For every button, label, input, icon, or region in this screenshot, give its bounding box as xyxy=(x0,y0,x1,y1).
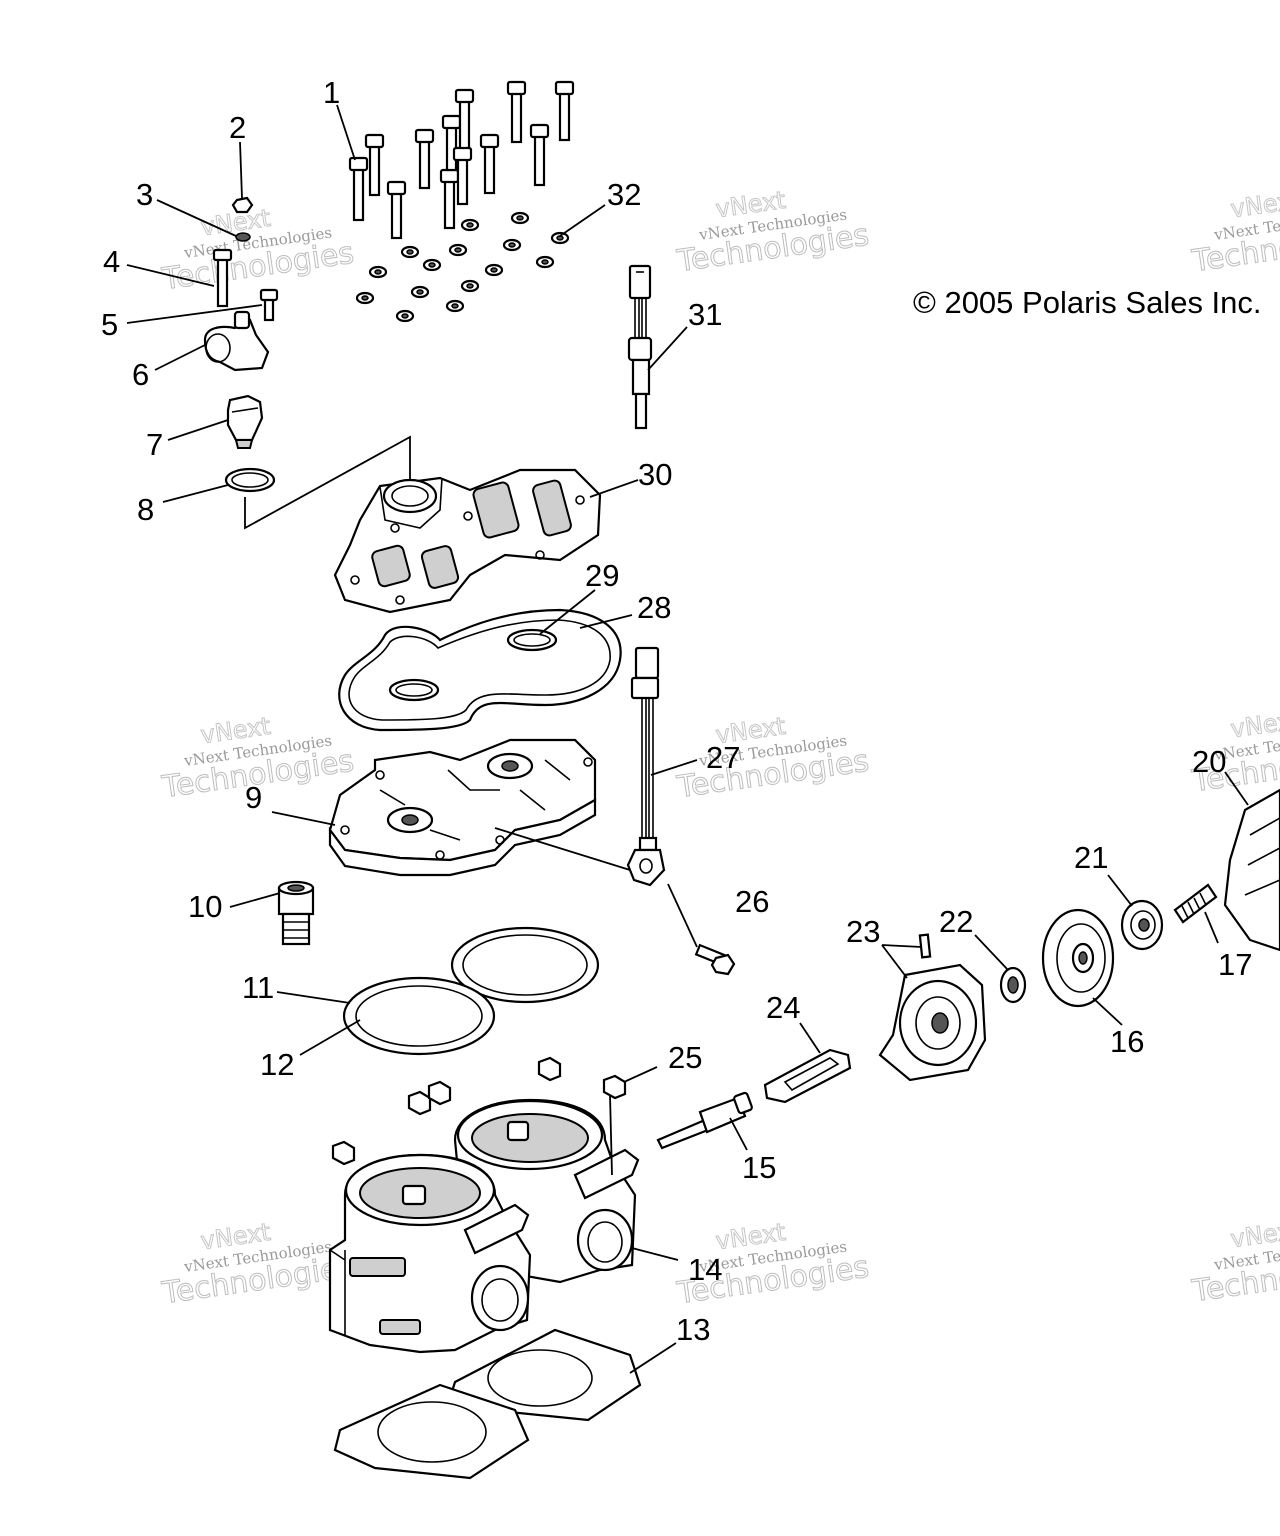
temp-sensor-31 xyxy=(627,264,653,430)
probe-15 xyxy=(656,1091,753,1150)
callout-24: 24 xyxy=(766,990,800,1025)
bolt xyxy=(506,80,527,144)
bolt-26 xyxy=(667,883,736,976)
pump-cover-20 xyxy=(1223,788,1280,952)
cylinder-head-9 xyxy=(328,738,597,877)
callout-32: 32 xyxy=(607,177,641,212)
callout-25: 25 xyxy=(668,1040,702,1075)
callout-30: 30 xyxy=(638,457,672,492)
callout-8: 8 xyxy=(137,492,154,527)
washers xyxy=(355,211,570,323)
bolt xyxy=(452,146,473,206)
bolt xyxy=(529,123,550,187)
callout-23: 23 xyxy=(846,914,880,949)
water-pump-housing-23 xyxy=(878,933,987,1082)
bearing-21 xyxy=(1120,899,1164,951)
watermark-botleft: vNext vNext Technologies Technologies xyxy=(159,1217,357,1311)
callout-4: 4 xyxy=(103,244,120,279)
callout-29: 29 xyxy=(585,558,619,593)
callout-20: 20 xyxy=(1192,744,1226,779)
head-bolts xyxy=(348,80,575,240)
copyright-text: © 2005 Polaris Sales Inc. xyxy=(913,285,1262,320)
callout-22: 22 xyxy=(939,904,973,939)
thermostat-assembly xyxy=(203,196,411,530)
bolt xyxy=(554,80,575,142)
leader-lines xyxy=(126,104,1249,1374)
callout-31: 31 xyxy=(688,297,722,332)
head-gasket-28 xyxy=(338,608,622,732)
callout-7: 7 xyxy=(146,427,163,462)
base-gaskets-13 xyxy=(333,1328,642,1480)
callout-9: 9 xyxy=(245,780,262,815)
callout-28: 28 xyxy=(637,590,671,625)
callout-13: 13 xyxy=(676,1312,710,1347)
watermark-topleft: vNext vNext Technologies Technologies xyxy=(159,203,357,297)
cylinder-block-14 xyxy=(328,1098,640,1354)
callout-17: 17 xyxy=(1218,947,1252,982)
seal-22 xyxy=(999,966,1027,1004)
head-cover-30 xyxy=(333,468,602,614)
bolt xyxy=(439,168,460,230)
callout-1: 1 xyxy=(323,75,340,110)
callout-15: 15 xyxy=(742,1150,776,1185)
head-orings-29 xyxy=(388,628,558,702)
fitting-10 xyxy=(277,880,315,946)
callout-11: 11 xyxy=(242,970,274,1005)
callout-27: 27 xyxy=(706,740,740,775)
callout-6: 6 xyxy=(132,357,149,392)
watermark-botright: vNext vNext Technologies Technologies xyxy=(1189,1215,1280,1309)
bolt xyxy=(414,128,435,190)
callout-16: 16 xyxy=(1110,1024,1144,1059)
cylinder-nuts-25 xyxy=(331,1056,627,1166)
callout-labels: 1 2 3 4 5 6 7 8 9 10 11 12 13 14 15 16 1… xyxy=(101,75,1252,1347)
watermark-midmid: vNext vNext Technologies Technologies xyxy=(674,711,872,805)
bolt xyxy=(479,133,500,195)
callout-26: 26 xyxy=(735,884,769,919)
bolt xyxy=(386,180,407,240)
callout-12: 12 xyxy=(260,1047,294,1082)
gasket-24 xyxy=(763,1048,852,1104)
knock-sensor-27 xyxy=(494,646,666,887)
watermark-midright: vNext vNext Technologies Technologies xyxy=(1189,705,1280,799)
callout-3: 3 xyxy=(136,177,153,212)
spring-17 xyxy=(1173,883,1218,924)
bolt xyxy=(364,133,385,197)
watermark-topright: vNext vNext Technologies Technologies xyxy=(1189,185,1280,279)
callout-21: 21 xyxy=(1074,840,1108,875)
impeller-16 xyxy=(1041,908,1115,1008)
watermark-topmid: vNext vNext Technologies Technologies xyxy=(674,185,872,279)
bolt xyxy=(348,156,369,222)
head-gasket-11 xyxy=(450,926,600,1004)
head-gasket-12 xyxy=(342,976,496,1056)
callout-10: 10 xyxy=(188,889,222,924)
callout-2: 2 xyxy=(229,110,246,145)
callout-14: 14 xyxy=(688,1252,722,1287)
callout-5: 5 xyxy=(101,307,118,342)
